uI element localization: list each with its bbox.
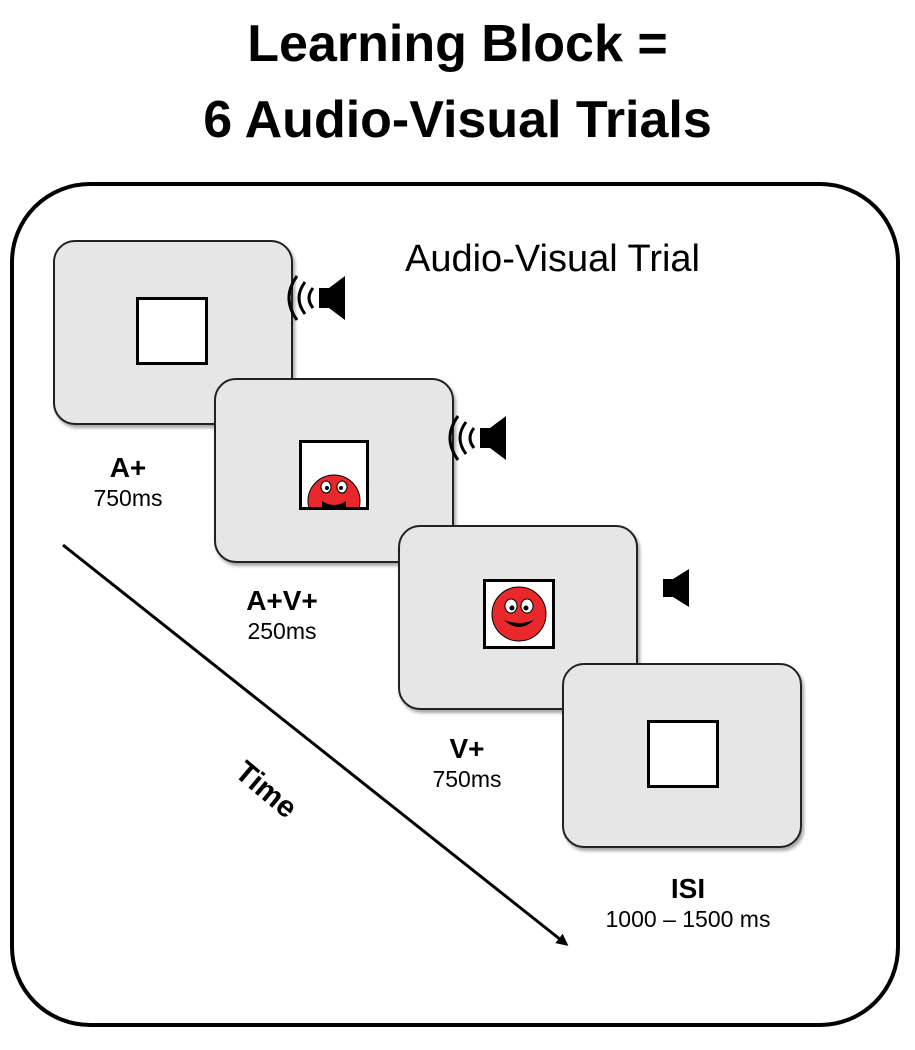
label-isi: ISI 1000 – 1500 ms: [583, 873, 793, 933]
face-stimulus-box-partial: [299, 440, 369, 510]
empty-stimulus-box: [136, 297, 208, 365]
trial-heading: Audio-Visual Trial: [405, 238, 701, 280]
title-line-1: Learning Block =: [247, 15, 668, 73]
screen-name: ISI: [670, 873, 706, 904]
label-a-plus: A+ 750ms: [48, 452, 208, 512]
face-stimulus-box: [483, 579, 555, 649]
label-v-plus: V+ 750ms: [387, 733, 547, 793]
screen-duration: 750ms: [432, 766, 502, 792]
screen-duration: 250ms: [247, 618, 317, 644]
screen-name: V+: [449, 733, 485, 764]
screen-duration: 1000 – 1500 ms: [605, 906, 771, 932]
screen-a-plus: [53, 240, 293, 425]
screen-isi: [562, 663, 802, 848]
empty-stimulus-box: [647, 720, 719, 788]
time-arrow-line: [62, 543, 569, 946]
screen-name: A+: [109, 452, 147, 483]
title-line-2: 6 Audio-Visual Trials: [203, 91, 712, 149]
red-face-partial-icon: [307, 474, 361, 507]
screen-name: A+V+: [246, 585, 318, 616]
label-a-plus-v-plus: A+V+ 250ms: [202, 585, 362, 645]
screen-duration: 750ms: [93, 485, 163, 511]
red-face-icon: [491, 586, 547, 642]
